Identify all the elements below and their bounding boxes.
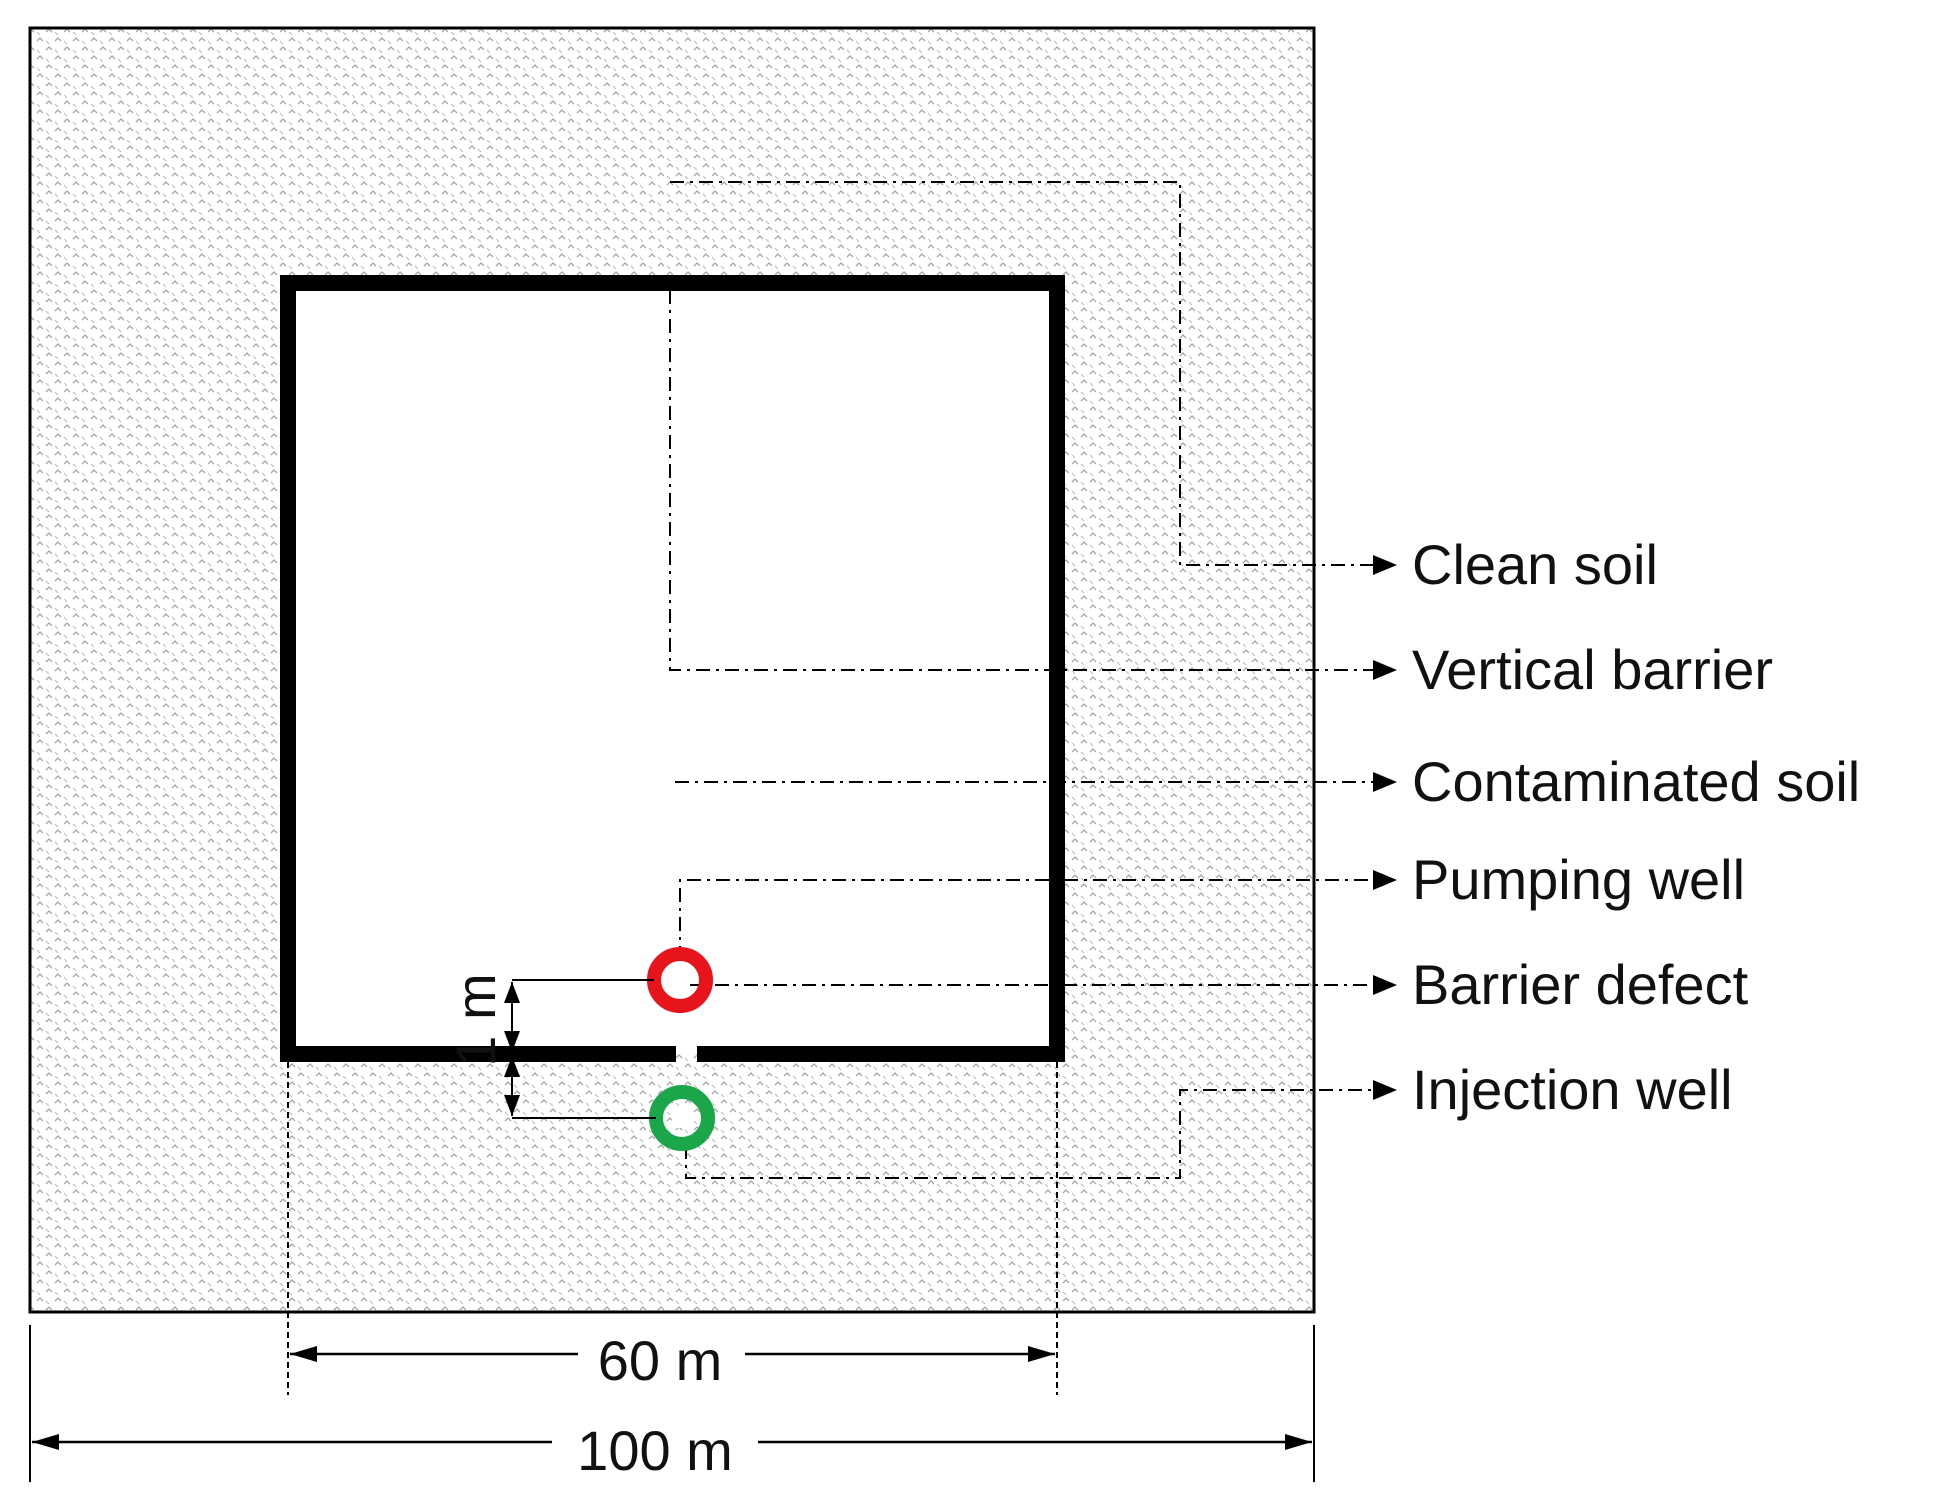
extension-lines (287, 1062, 1058, 1395)
dim-label-outer-width: 100 m (577, 1419, 733, 1482)
arrowhead-vertical-barrier (1373, 660, 1397, 680)
leader-injection-well (685, 1089, 1378, 1179)
well-offset-dimension (504, 979, 656, 1119)
leader-pumping-well (679, 879, 1378, 960)
dim-label-well-offset: 1 m (444, 973, 507, 1066)
arrowhead-injection-well (1373, 1080, 1397, 1100)
label-injection-well: Injection well (1412, 1058, 1733, 1121)
leader-arrowheads (1373, 555, 1397, 1100)
label-clean-soil: Clean soil (1412, 533, 1658, 596)
label-barrier-defect: Barrier defect (1412, 953, 1749, 1016)
dim-label-inner-width: 60 m (598, 1329, 723, 1392)
outer-extension-lines (29, 1325, 1315, 1482)
leader-clean-soil (670, 181, 1378, 566)
arrowhead-clean-soil (1373, 555, 1397, 575)
arrowhead-contaminated-soil (1373, 772, 1397, 792)
arrowhead-barrier-defect (1373, 975, 1397, 995)
leader-vertical-barrier (669, 290, 1378, 671)
label-contaminated-soil: Contaminated soil (1412, 750, 1860, 813)
arrowhead-pumping-well (1373, 870, 1397, 890)
leader-lines (669, 181, 1378, 1179)
vertical-barrier (280, 275, 1065, 1062)
label-pumping-well: Pumping well (1412, 848, 1745, 911)
label-vertical-barrier: Vertical barrier (1412, 638, 1773, 701)
